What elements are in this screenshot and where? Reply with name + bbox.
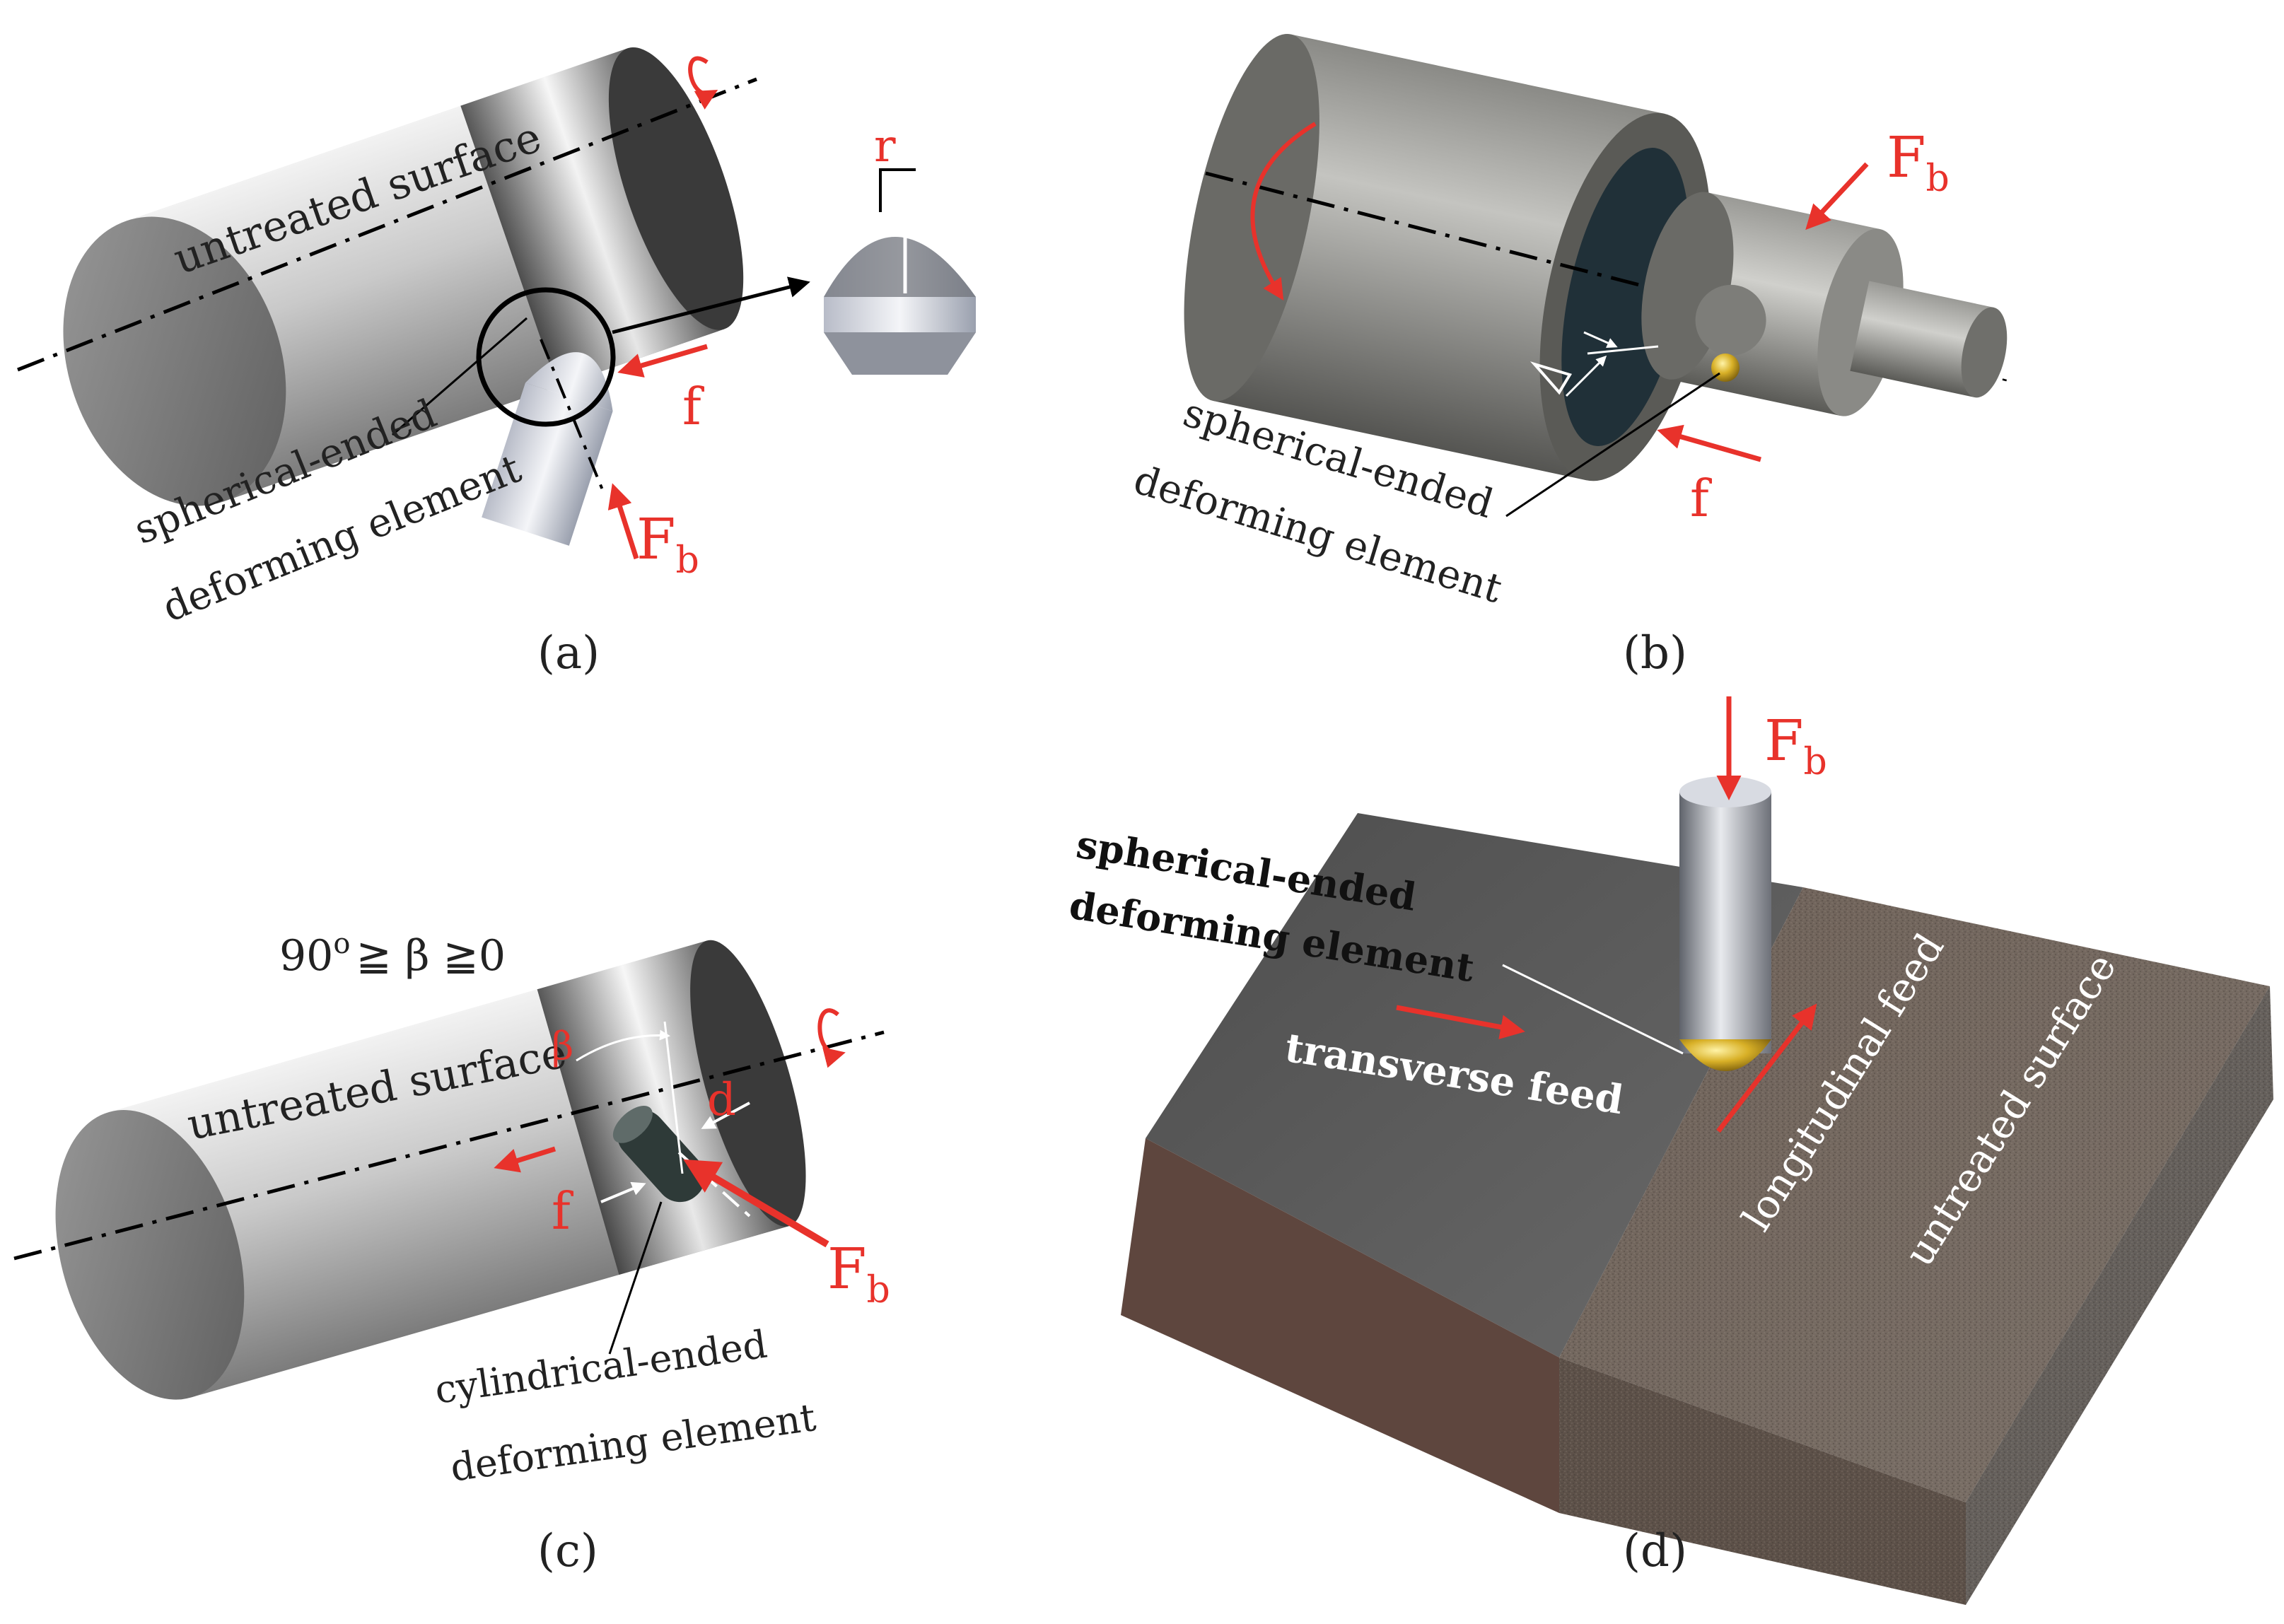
tool-label-c-line1: cylindrical-ended	[432, 1322, 770, 1413]
treated-surface-d	[1146, 813, 1803, 1357]
feed-label-b: f	[1690, 469, 1712, 528]
rotation-axis-c	[13, 1030, 885, 1261]
rotation-arrow-b-icon	[1250, 122, 1317, 301]
detail-circle	[476, 287, 616, 427]
feed-arrow-a	[617, 344, 708, 378]
feed-label-a: f	[682, 377, 704, 436]
force-label-c: Fb	[827, 1236, 890, 1312]
longitudinal-arrow	[1716, 1003, 1817, 1133]
force-arrow-b	[1805, 162, 1869, 230]
caption-c: (c)	[537, 1525, 598, 1577]
caption-d: (d)	[1623, 1525, 1687, 1577]
panel-b: spherical-ended deforming element Fb f (…	[1129, 33, 2023, 679]
feed-arrow-b	[1657, 424, 1761, 462]
workpiece-cylinder-a	[63, 47, 744, 506]
radius-label: r	[874, 120, 896, 173]
deforming-tool-a	[482, 352, 613, 546]
rotation-axis-a	[17, 77, 757, 372]
rotation-arrow-c-icon	[817, 1008, 846, 1068]
panel-d: Fb spherical-ended deforming element tra…	[1066, 696, 2273, 1605]
force-label-b: Fb	[1887, 124, 1950, 200]
force-label-d: Fb	[1764, 708, 1827, 783]
tool-label-c-line2: deforming element	[448, 1395, 819, 1490]
force-arrow-a	[607, 483, 639, 560]
detail-pointer-a	[612, 276, 810, 334]
beta-condition: 90o≧ β ≧0	[279, 928, 506, 981]
force-arrow-c	[683, 1159, 829, 1248]
transverse-arrow	[1396, 1005, 1525, 1040]
roller-tool-c	[612, 1106, 706, 1203]
force-label-a: Fb	[636, 506, 699, 582]
beta-label: β	[552, 1024, 573, 1068]
workpiece-cylinder-c	[55, 940, 806, 1400]
diameter-label: d	[707, 1074, 736, 1126]
caption-b: (b)	[1623, 627, 1687, 679]
pin-tool-d	[1679, 776, 1771, 1071]
feed-label-c: f	[552, 1181, 573, 1241]
brass-ball-b	[1711, 354, 1740, 382]
tool-tip-detail	[824, 168, 976, 375]
caption-a: (a)	[537, 627, 600, 679]
tool-holder-b	[1641, 192, 2008, 416]
feed-arrow-c	[494, 1146, 557, 1173]
panel-c: 90o≧ β ≧0 untreated surface β d f Fb cyl…	[13, 928, 890, 1577]
rotation-arrow-icon	[688, 56, 718, 110]
panel-a: untreated surface r spherical-ended defo…	[17, 47, 976, 679]
